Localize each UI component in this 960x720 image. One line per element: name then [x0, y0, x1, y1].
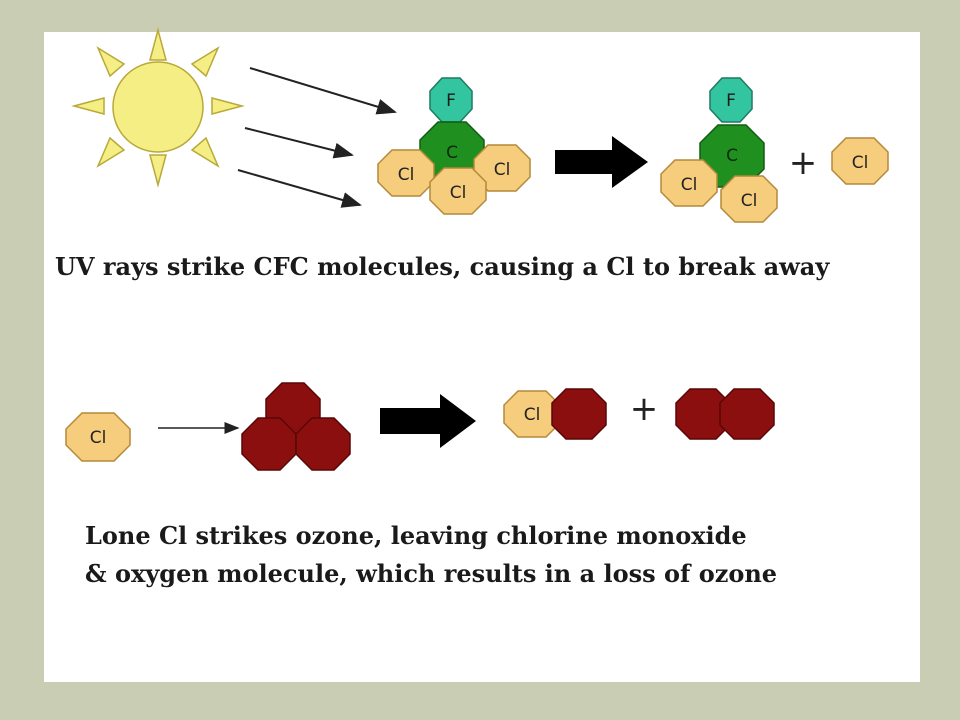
chlorine-label: Cl	[852, 153, 869, 173]
uv-ray	[237, 169, 362, 208]
fluorine-label: F	[726, 91, 736, 111]
chlorine-label: Cl	[681, 175, 698, 195]
reaction-arrow	[380, 394, 476, 448]
chlorine-label: Cl	[494, 160, 511, 180]
oxygen-atom	[719, 388, 775, 440]
oxygen-atom	[241, 417, 297, 471]
uv-rays	[237, 67, 397, 208]
fluorine-atom: F	[709, 77, 753, 123]
carbon-label: C	[726, 146, 738, 166]
chlorine-monoxide-molecule: Cl	[503, 388, 607, 440]
chlorine-label: Cl	[450, 183, 467, 203]
chlorine-atom: Cl	[473, 144, 531, 192]
cfc-molecule: F C Cl Cl Cl	[377, 77, 531, 215]
ozone-molecule	[241, 382, 351, 471]
oxygen-atom	[551, 388, 607, 440]
uv-ray	[249, 67, 397, 115]
chlorine-label: Cl	[524, 405, 541, 425]
chlorine-atom	[503, 390, 561, 438]
free-chlorine-atom: Cl	[831, 137, 889, 185]
oxygen-molecule	[675, 388, 775, 440]
step2-caption-line2: & oxygen molecule, which results in a lo…	[85, 559, 778, 588]
uv-ray	[244, 127, 354, 159]
carbon-label: C	[446, 143, 458, 163]
oxygen-atom	[675, 388, 731, 440]
lone-chlorine-atom: Cl	[65, 412, 131, 462]
chlorine-atom: Cl	[429, 167, 487, 215]
reaction-arrow	[555, 136, 648, 188]
chlorine-label: Cl	[741, 191, 758, 211]
step2-caption-line1: Lone Cl strikes ozone, leaving chlorine …	[85, 521, 747, 550]
fluorine-label: F	[446, 91, 456, 111]
chlorine-atom: Cl	[720, 175, 778, 223]
plus-sign: +	[630, 389, 659, 429]
step1-caption: UV rays strike CFC molecules, causing a …	[55, 252, 830, 281]
oxygen-atom	[295, 417, 351, 471]
chlorine-label: Cl	[398, 165, 415, 185]
chlorine-atom: Cl	[377, 149, 435, 197]
chlorine-label: Cl	[90, 428, 107, 448]
step2-caption: Lone Cl strikes ozone, leaving chlorine …	[85, 517, 777, 593]
fluorine-atom: F	[429, 77, 473, 123]
sun-icon	[71, 27, 245, 188]
product-molecule: F C Cl Cl	[660, 77, 778, 223]
plus-sign: +	[789, 143, 818, 183]
chlorine-atom: Cl	[660, 159, 718, 207]
